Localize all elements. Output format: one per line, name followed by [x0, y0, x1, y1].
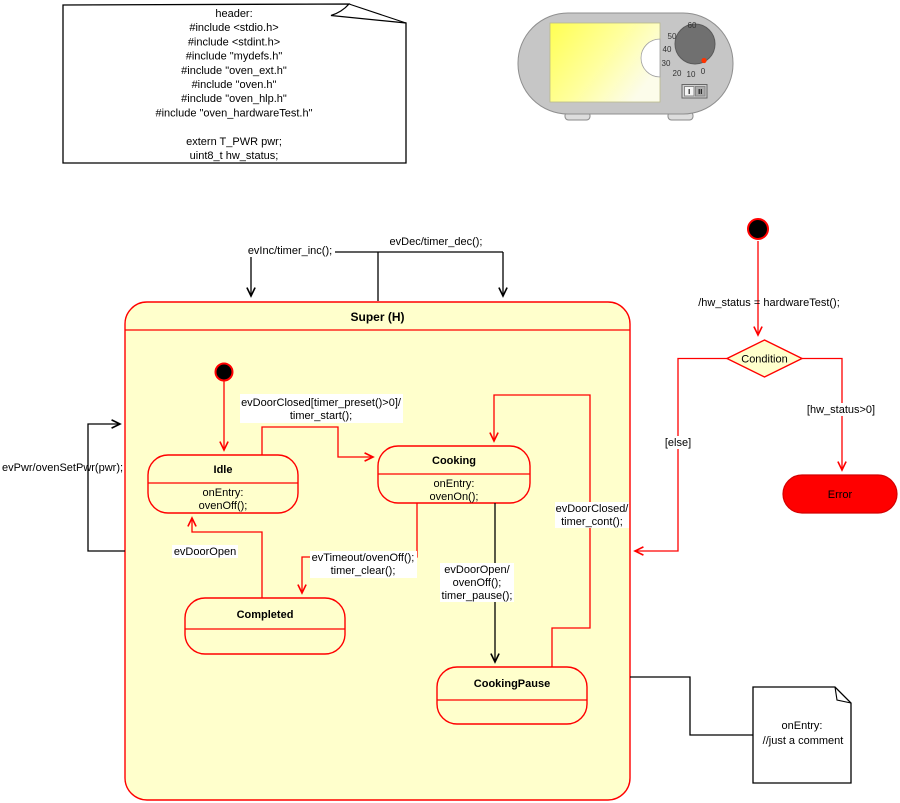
- oven-dial-scale: 60 50 40 30 20 10 0: [662, 21, 706, 79]
- label-bg: [245, 244, 335, 257]
- header-note-fold-icon: [348, 3, 407, 24]
- initial-state-hw-icon[interactable]: [747, 218, 769, 240]
- dial-label: 10: [687, 70, 696, 79]
- oven-dial-knob[interactable]: [674, 23, 716, 65]
- dial-indicator-dot: [701, 57, 707, 64]
- header-line: #include "oven_hlp.h": [181, 93, 287, 105]
- label-bg: [172, 545, 238, 558]
- dial-label: 0: [701, 67, 706, 76]
- state-idle-entry-action: ovenOff();: [199, 500, 248, 512]
- initial-state-icon[interactable]: [214, 362, 234, 382]
- transition-idle-to-cooking[interactable]: [261, 426, 375, 462]
- comment-note-line1: onEntry:: [782, 720, 823, 732]
- label-bg: [240, 394, 403, 423]
- transition-evpwr[interactable]: [87, 419, 125, 552]
- oven-illustration[interactable]: 60 50 40 30 20 10 0 I II: [517, 12, 734, 121]
- label-bg: [390, 235, 482, 248]
- transition-label-evpwr: evPwr/ovenSetPwr(pwr);: [2, 462, 123, 474]
- label-bg: [805, 403, 877, 416]
- header-line: #include "oven_hardwareTest.h": [155, 107, 312, 119]
- header-note-shape: [62, 3, 407, 164]
- state-idle[interactable]: [147, 454, 299, 514]
- condition-diamond[interactable]: [725, 339, 804, 378]
- transition-label-timeout: evTimeout/ovenOff();: [312, 552, 415, 564]
- dial-label: 30: [662, 59, 671, 68]
- dial-label: 60: [688, 21, 697, 30]
- transition-label-pause-1: evDoorOpen/: [444, 564, 510, 576]
- transition-label-dooropen: evDoorOpen: [174, 546, 236, 558]
- header-line: header:: [215, 8, 252, 20]
- transition-condition-to-error[interactable]: [802, 357, 847, 472]
- state-cooking[interactable]: [377, 445, 531, 504]
- state-completed-shape: [184, 597, 346, 655]
- state-cookingpause-shape: [436, 666, 588, 725]
- label-bg: [310, 551, 417, 578]
- header-note[interactable]: header: #include <stdio.h> #include <std…: [62, 3, 407, 164]
- transition-label-evinc: evInc/timer_inc();: [248, 245, 332, 257]
- state-cooking-entry-label: onEntry:: [434, 478, 475, 490]
- transition-label-timer-clear: timer_clear();: [331, 565, 396, 577]
- state-title-cookingpause: CookingPause: [474, 678, 550, 690]
- label-backgrounds: [172, 235, 877, 602]
- transition-label-cont-1: evDoorClosed/: [556, 503, 630, 515]
- header-note-text: header: #include <stdio.h> #include <std…: [155, 8, 312, 162]
- switch-button-2[interactable]: [695, 86, 706, 97]
- state-title-super: Super (H): [351, 310, 405, 324]
- transition-label-pause-2: ovenOff();: [453, 577, 502, 589]
- header-line: uint8_t hw_status;: [190, 150, 279, 162]
- transition-label-evdec: evDec/timer_dec();: [390, 236, 483, 248]
- comment-note-fold-icon: [834, 686, 852, 704]
- state-title-error: Error: [828, 489, 853, 501]
- state-cooking-entry-action: ovenOn();: [430, 491, 479, 503]
- oven-power-switch[interactable]: I II: [681, 84, 708, 99]
- state-idle-shape: [147, 454, 299, 514]
- state-completed[interactable]: [184, 597, 346, 655]
- dial-label: 50: [668, 32, 677, 41]
- transition-label-pause-3: timer_pause();: [442, 590, 513, 602]
- dial-label: 20: [673, 69, 682, 78]
- transition-condition-to-super[interactable]: [633, 357, 727, 556]
- transition-label-doorclosed-guard: evDoorClosed[timer_preset()>0]/: [241, 397, 402, 409]
- comment-note-line2: //just a comment: [763, 735, 844, 747]
- state-title-idle: Idle: [214, 464, 233, 476]
- header-line: #include <stdio.h>: [189, 22, 278, 34]
- transition-label-hwstatus: [hw_status>0]: [807, 404, 875, 416]
- transition-completed-to-idle[interactable]: [187, 516, 263, 598]
- note-connector-line[interactable]: [630, 676, 753, 736]
- header-line: #include <stdint.h>: [188, 36, 280, 48]
- switch-button-1[interactable]: [684, 86, 695, 97]
- switch-label-2: II: [698, 87, 702, 96]
- transition-label-cont-2: timer_cont();: [561, 516, 623, 528]
- oven-door-handle: [640, 38, 661, 78]
- switch-label-1: I: [688, 87, 690, 96]
- comment-note[interactable]: onEntry: //just a comment: [752, 686, 852, 784]
- transition-label-timer-start: timer_start();: [290, 410, 352, 422]
- state-cookingpause[interactable]: [436, 666, 588, 725]
- comment-note-shape: [752, 686, 852, 784]
- text-layer: Super (H) Idle onEntry: ovenOff(); Cooki…: [2, 236, 875, 690]
- transition-label-else: [else]: [665, 437, 691, 449]
- label-bg: [663, 436, 693, 449]
- header-line: #include "mydefs.h": [186, 51, 283, 63]
- state-idle-entry-label: onEntry:: [203, 487, 244, 499]
- dial-label: 40: [663, 45, 672, 54]
- label-bg: [440, 563, 514, 602]
- condition-label: Condition: [741, 354, 787, 366]
- label-bg: [555, 502, 629, 528]
- header-line: #include "oven_ext.h": [181, 65, 287, 77]
- header-line: extern T_PWR pwr;: [186, 136, 282, 148]
- state-title-cooking: Cooking: [432, 455, 476, 467]
- header-line: #include "oven.h": [192, 79, 277, 91]
- transition-label-hw-init: /hw_status = hardwareTest();: [698, 297, 840, 309]
- state-error[interactable]: [782, 474, 898, 514]
- state-title-completed: Completed: [237, 609, 294, 621]
